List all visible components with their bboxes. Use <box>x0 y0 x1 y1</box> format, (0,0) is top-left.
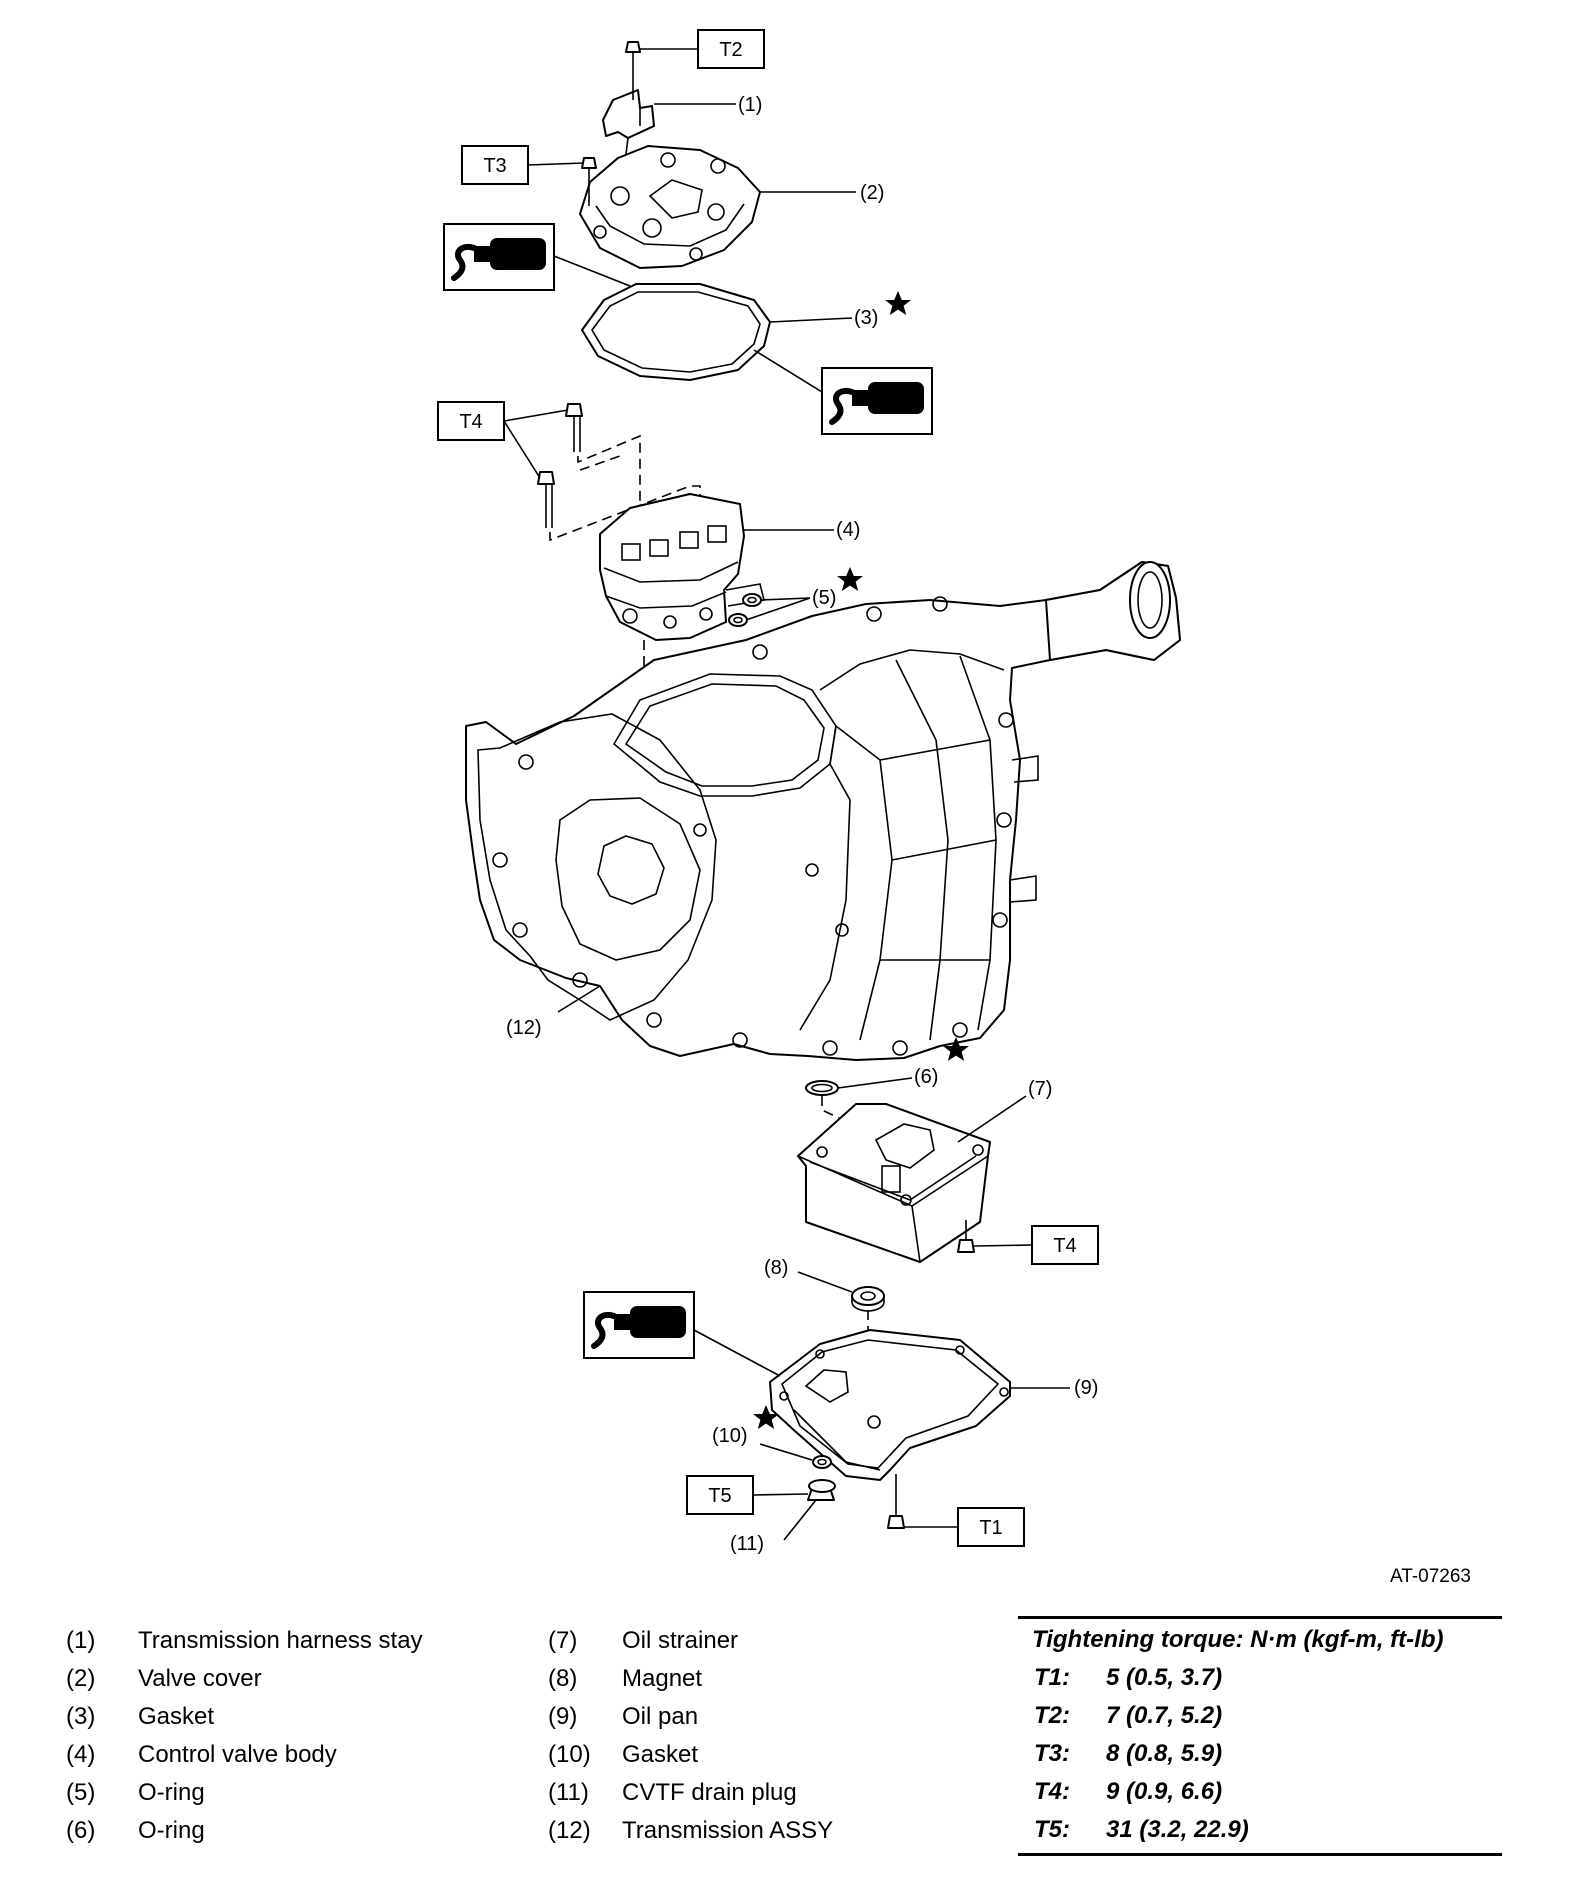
replace-star-icon <box>885 291 911 315</box>
torque-box-t5: T5 <box>686 1475 754 1515</box>
legend-item: (3)Gasket <box>66 1703 215 1730</box>
callout-2: (2) <box>860 182 884 204</box>
legend-item: (9)Oil pan <box>548 1703 699 1730</box>
torque-box-t4-upper: T4 <box>437 401 505 441</box>
o-ring-6 <box>805 1080 839 1096</box>
svg-text:T1: T1 <box>979 1517 1002 1539</box>
torque-box-t3: T3 <box>461 145 529 185</box>
liquid-gasket-icon <box>822 368 932 434</box>
legend-item: (1)Transmission harness stay <box>66 1627 423 1654</box>
callout-7: (7) <box>1028 1078 1052 1100</box>
svg-text:T4: T4 <box>1053 1235 1076 1257</box>
legend-item: (8)Magnet <box>548 1665 703 1692</box>
torque-box-t1: T1 <box>957 1507 1025 1547</box>
transmission-harness-stay <box>602 89 655 155</box>
svg-text:T5: T5 <box>708 1485 731 1507</box>
legend-item: (4)Control valve body <box>66 1741 337 1768</box>
torque-row: T5:31 (3.2, 22.9) <box>1034 1816 1249 1843</box>
torque-row: T1:5 (0.5, 3.7) <box>1034 1664 1223 1691</box>
control-valve-body <box>599 493 765 641</box>
parts-legend-middle: (7)Oil strainer (8)Magnet (9)Oil pan (10… <box>548 1622 833 1850</box>
legend-item: (5)O-ring <box>66 1779 205 1806</box>
liquid-gasket-icon <box>584 1292 694 1358</box>
transmission-assy <box>465 561 1181 1061</box>
legend-item: (10)Gasket <box>548 1741 699 1768</box>
leader-lines <box>503 48 1070 1541</box>
legend-item: (2)Valve cover <box>66 1665 262 1692</box>
legend-item: (11)CVTF drain plug <box>548 1779 797 1806</box>
valve-cover <box>579 145 761 269</box>
bolt-t2 <box>625 41 641 100</box>
callout-9: (9) <box>1074 1377 1098 1399</box>
oil-pan <box>769 1329 1011 1481</box>
svg-text:T2: T2 <box>719 39 742 61</box>
svg-text:T4: T4 <box>459 411 482 433</box>
callout-6: (6) <box>914 1066 938 1088</box>
parts-legend-left: (1)Transmission harness stay (2)Valve co… <box>66 1622 423 1850</box>
figure-id: AT-07263 <box>1390 1566 1471 1587</box>
torque-box-t2: T2 <box>697 29 765 69</box>
bolt-t4-lower <box>957 1220 975 1253</box>
bolt-t3 <box>581 157 597 206</box>
gasket-10 <box>812 1455 832 1469</box>
torque-row: T3:8 (0.8, 5.9) <box>1034 1740 1223 1767</box>
callout-10: (10) <box>712 1425 748 1447</box>
callout-5: (5) <box>812 587 836 609</box>
oil-strainer <box>797 1103 991 1263</box>
torque-box-t4-lower: T4 <box>1031 1225 1099 1265</box>
exploded-diagram: T2 T3 T4 T4 T5 T1 <box>437 29 1471 1587</box>
cvtf-drain-plug <box>807 1479 836 1501</box>
svg-text:T3: T3 <box>483 155 506 177</box>
callout-4: (4) <box>836 519 860 541</box>
torque-row: T2:7 (0.7, 5.2) <box>1034 1702 1223 1729</box>
liquid-gasket-icon <box>444 224 554 290</box>
replace-star-icon <box>837 567 863 591</box>
tightening-torque-table: Tightening torque: N·m (kgf-m, ft-lb) T1… <box>1018 1616 1502 1856</box>
callout-3: (3) <box>854 307 878 329</box>
torque-row: T4:9 (0.9, 6.6) <box>1034 1778 1223 1805</box>
callout-12: (12) <box>506 1017 542 1039</box>
o-rings-5 <box>728 593 762 627</box>
gasket-3 <box>581 283 771 381</box>
callout-11: (11) <box>730 1533 764 1555</box>
magnet <box>851 1286 885 1312</box>
callout-1: (1) <box>738 94 762 116</box>
torque-header: Tightening torque: N·m (kgf-m, ft-lb) <box>1032 1626 1444 1653</box>
bolt-t1 <box>887 1474 905 1529</box>
legend-item: (6)O-ring <box>66 1817 205 1844</box>
legend-item: (7)Oil strainer <box>548 1627 739 1654</box>
legend-item: (12)Transmission ASSY <box>548 1817 834 1844</box>
callout-8: (8) <box>764 1257 788 1279</box>
